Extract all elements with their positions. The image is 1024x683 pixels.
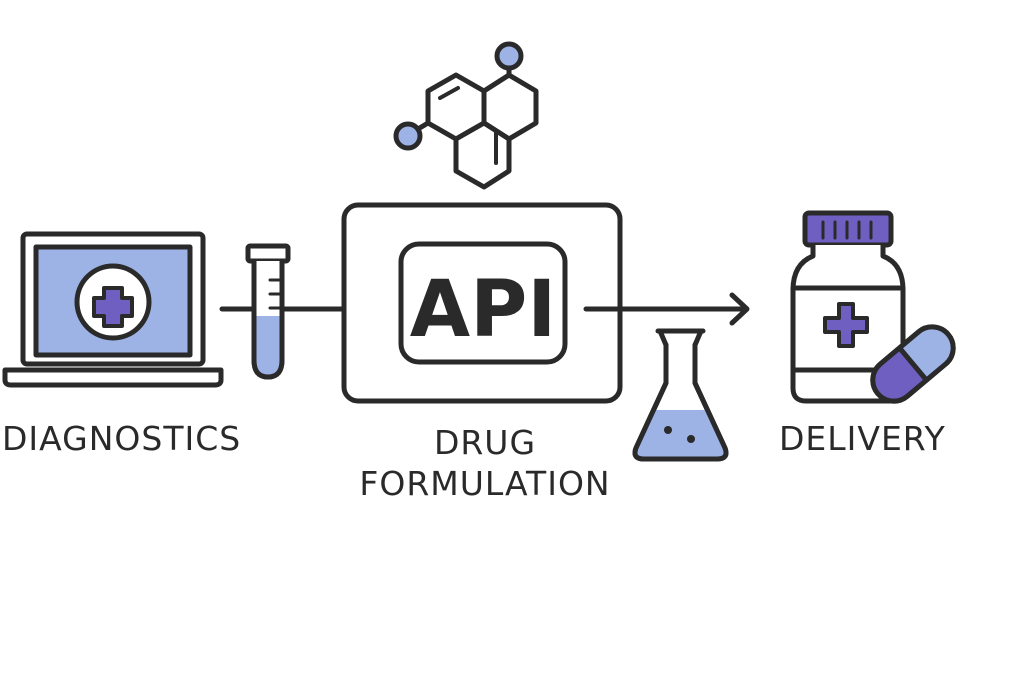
laptop-medical-icon — [2, 231, 224, 388]
drug-formulation-label-line2: FORMULATION — [359, 464, 611, 503]
medicine-bottle-icon — [790, 210, 906, 404]
capsule-icon — [870, 324, 956, 404]
flask-icon — [632, 328, 729, 462]
arrow-right-icon — [583, 292, 750, 326]
api-box-text: API — [410, 265, 557, 355]
formulation-frame — [341, 202, 623, 404]
delivery-label: DELIVERY — [779, 419, 946, 458]
diagnostics-label: DIAGNOSTICS — [2, 419, 242, 458]
molecule-icon — [393, 41, 539, 190]
drug-formulation-label: DRUG FORMULATION — [340, 422, 630, 504]
drug-formulation-label-line1: DRUG — [433, 423, 537, 462]
test-tube-icon — [245, 243, 291, 380]
